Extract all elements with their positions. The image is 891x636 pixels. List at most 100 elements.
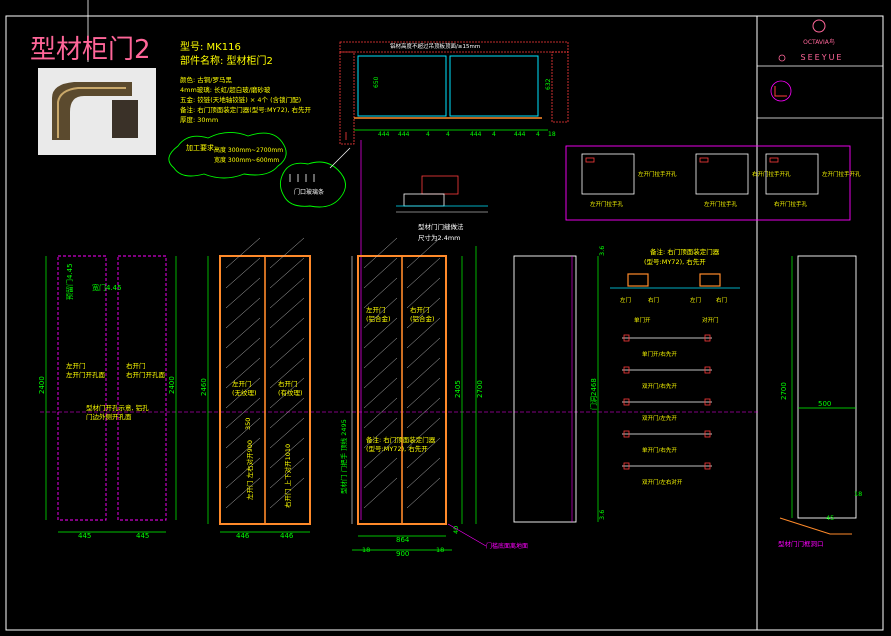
v3-right-door-label: 右开门(铝合金) [410, 305, 435, 323]
model-line: 型号: MK116 [180, 40, 241, 53]
v2-width-2: 446 [280, 532, 294, 540]
elevation-view-1: 2400 2400 预留门4.45 宽门4.45 左开门左开门开孔面 右开门右开… [38, 255, 177, 540]
v1-label-a: 预留门4.45 [65, 263, 74, 300]
spec-line: 五金: 铰链(天地轴铰链) × 4个 (含锁门配) [180, 95, 301, 104]
v4-bottom: 3.6 [598, 510, 606, 520]
hinge-row-label: 单开门/右先开 [642, 446, 677, 454]
elevation-view-4: 门洞2468 3.6 3.6 [513, 246, 606, 523]
processing-requirement-bubble: 加工要求: 高度 300mm~2700mm 宽度 300mm~600mm [168, 132, 287, 179]
v4-top: 3.6 [598, 246, 606, 256]
brand-subtitle: OCTAVIA鸟 [803, 38, 835, 46]
v1-width-2: 445 [136, 532, 149, 540]
section-sub: 尺寸为2.4mm [418, 233, 461, 242]
hinge-door-label: 右门 [716, 296, 727, 304]
v5-height: 2700 [780, 382, 788, 400]
v3-gap: 40 [452, 526, 460, 534]
top-view-dim: 4 [536, 131, 540, 138]
v5-caption: 型材门门框洞口 [778, 539, 824, 548]
v1-note: 型材门开孔示意, 铝孔门边外侧开孔面 [86, 403, 149, 421]
hinge-row-label: 双开门/右先开 [642, 382, 677, 390]
hinge-row-label: 双开门/左先开 [642, 414, 677, 422]
v3-side-right: 18 [436, 546, 444, 554]
hinge-caption: 对开门 [702, 316, 719, 324]
top-view-height-2: 632 [545, 78, 552, 90]
top-view-dim: 4 [446, 131, 450, 138]
svg-text:右开门拉手开孔: 右开门拉手开孔 [752, 170, 791, 178]
bubble-line-1: 高度 300mm~2700mm [214, 146, 283, 154]
v3-left-door-label: 左开门(铝合金) [366, 305, 391, 323]
v2-right-door-label: 右开门(有纹理) [278, 379, 303, 397]
top-view-dim: 444 [514, 131, 526, 138]
v2-vertical-right: 右开门 上下对开1010 [283, 444, 292, 508]
hinge-symbol-icon [770, 80, 792, 102]
v3-note: 备注: 右门顶面装定门器(型号:MY72), 右先开 [366, 435, 436, 453]
brand-name: SEEYUE [801, 53, 844, 62]
elevation-view-2: 2460 左开门(无纹理) 右开门(有纹理) 左开门 左右对开900 右开门 上… [200, 237, 311, 540]
v2-width-1: 446 [236, 532, 250, 540]
v1-height-left: 2400 [38, 376, 46, 394]
v3-width-outer: 900 [396, 550, 409, 558]
top-view-dim: 4 [492, 131, 496, 138]
spec-line: 颜色: 古铜/罗马黑 [180, 75, 232, 84]
top-view-dim: 4 [426, 131, 430, 138]
hinge-row-label: 单门开/右先开 [642, 350, 677, 358]
hinge-row-label: 双开门/左右对开 [642, 478, 683, 486]
door-frame-opening-view: 2700 500 45 18 型材门门框洞口 [778, 255, 862, 548]
v3-height-1: 2405 [454, 380, 462, 398]
hinge-title: 备注: 右门顶面装定门器 [650, 247, 720, 256]
elevation-view-3: 型材门 门把手 顶线 2495 左开门(铝合金) 右开门(铝合金) 备注: 右门… [339, 237, 528, 558]
top-view-dim: 444 [378, 131, 390, 138]
v2-vertical-left: 左开门 左右对开900 [245, 440, 254, 500]
top-view-dim: 444 [398, 131, 410, 138]
top-view-dim: 444 [470, 131, 482, 138]
bubble-line-2: 宽度 300mm~600mm [214, 156, 279, 164]
v1-left-door-label: 左开门左开门开孔面 [66, 361, 106, 379]
svg-text:左开门拉手开孔: 左开门拉手开孔 [822, 170, 861, 178]
drawing-border [5, 15, 884, 631]
section-label: 型材门门缝做法 [418, 222, 464, 231]
spec-line: 厚度: 30mm [180, 115, 218, 124]
v1-width-1: 445 [78, 532, 91, 540]
part-line: 部件名称: 型材柜门2 [180, 54, 273, 67]
v3-height-2: 2700 [476, 380, 484, 398]
svg-text:右开门拉手孔: 右开门拉手孔 [774, 200, 808, 208]
glass-strip-bubble: 门口玻璃条 [279, 147, 351, 208]
svg-text:左开门拉手孔: 左开门拉手孔 [590, 200, 624, 208]
top-view-note: 铝材高度不超过吊顶板顶面/≥15mm [390, 42, 480, 50]
v1-right-door-label: 右开门右开门开孔面 [126, 361, 166, 379]
glass-strip-label: 门口玻璃条 [294, 188, 324, 196]
spec-line: 4mm玻璃: 长虹/超白玻/磨砂玻 [180, 85, 271, 94]
v3-width-inner: 864 [396, 536, 410, 544]
hinge-door-label: 左门 [620, 296, 631, 304]
spec-line: 备注: 右门顶面装定门器(型号:MY72), 右先开 [180, 105, 311, 114]
v5-width: 500 [818, 400, 831, 408]
door-gap-section: 型材门门缝做法 尺寸为2.4mm [345, 132, 488, 520]
page-title: 型材柜门2 [30, 35, 151, 65]
hinge-door-label: 右门 [648, 296, 659, 304]
hinge-sub: (型号:MY72), 右先开 [644, 257, 706, 266]
v3-sill: 门槛底面离地面 [486, 542, 528, 550]
v4-height: 门洞2468 [589, 378, 598, 410]
svg-text:左开门拉手开孔: 左开门拉手开孔 [638, 170, 677, 178]
v5-corner: 45 [826, 514, 834, 522]
bubble-title: 加工要求: [186, 143, 216, 152]
top-view-height-1: 650 [373, 76, 380, 88]
v5-side: 18 [854, 490, 862, 498]
profile-photo [38, 68, 156, 155]
v2-left-door-label: 左开门(无纹理) [232, 379, 257, 397]
v1-height-right: 2400 [168, 376, 176, 394]
svg-text:左开门拉手孔: 左开门拉手孔 [704, 200, 738, 208]
top-view-dim: 18 [548, 131, 556, 138]
brand-logo: OCTAVIA鸟 SEEYUE [778, 19, 844, 62]
hinge-caption: 单门开 [634, 316, 651, 324]
v2-height: 2460 [200, 378, 208, 396]
v3-side-left: 18 [362, 546, 370, 554]
hinge-detail: 备注: 右门顶面装定门器 (型号:MY72), 右先开 左门右门左门右门单门开对… [610, 247, 740, 486]
